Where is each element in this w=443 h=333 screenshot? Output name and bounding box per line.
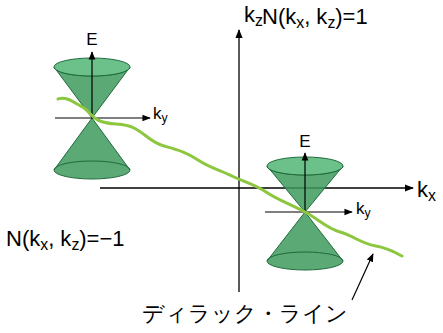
dirac-line bbox=[58, 98, 402, 256]
dirac-cone bbox=[54, 52, 150, 179]
line-label: ディラック・ライン bbox=[142, 301, 348, 326]
axis-label: kx bbox=[417, 177, 436, 202]
axis-label: E bbox=[299, 132, 310, 152]
axis-label: ky bbox=[153, 104, 168, 124]
kz-axis bbox=[238, 30, 239, 292]
leader-arrow bbox=[352, 254, 373, 300]
axis-label: E bbox=[86, 30, 97, 50]
region-label: N(kx, kz)=1 bbox=[262, 4, 368, 29]
region-label: N(kx, kz)=−1 bbox=[6, 226, 125, 251]
axis-label: kz bbox=[244, 2, 263, 27]
dirac-cone bbox=[265, 153, 352, 270]
axis-label: ky bbox=[356, 199, 371, 219]
